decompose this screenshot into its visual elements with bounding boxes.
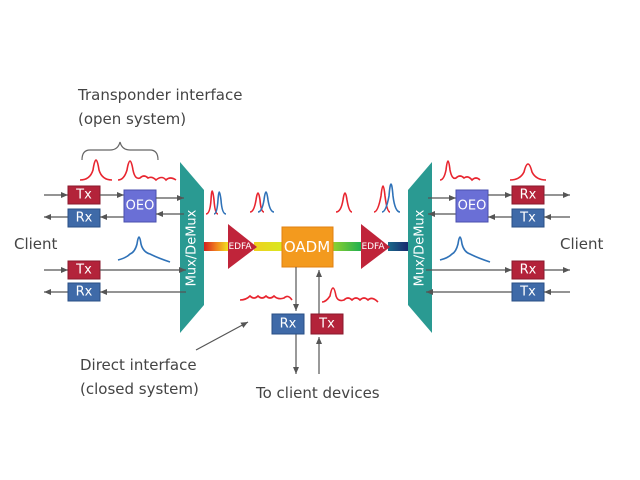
red-multi-pulse-right-icon: [439, 160, 481, 182]
blue-pulse-left-icon: [117, 236, 171, 263]
red-multi-pulse-icon: [117, 160, 177, 182]
edfa-left-label: EDFA: [228, 242, 252, 252]
red-pulse-oadm-right-icon: [335, 192, 353, 213]
direct-pointer-arrow: [195, 321, 249, 351]
right-tx2-label: Tx: [519, 285, 536, 300]
red-multi-pulse-bottom-icon: [239, 294, 293, 301]
blue-pulse-mux-right-icon: [381, 183, 401, 213]
fiber-segment-2: [254, 242, 282, 251]
client-left-label: Client: [14, 235, 58, 253]
direct-label-line1: Direct interface: [80, 356, 197, 374]
bottom-tx-block: [310, 313, 344, 335]
transponder-label-line2: (open system): [78, 110, 186, 128]
bottom-rx-label: Rx: [280, 317, 297, 332]
left-oeo-label: OEO: [126, 199, 155, 214]
left-oeo-block: [123, 189, 157, 223]
blue-pulse-mux-icon: [213, 191, 227, 215]
red-pulse-icon: [79, 159, 113, 181]
red-pulse-mux-right-icon: [373, 185, 391, 213]
red-pulse-right-icon: [509, 163, 547, 181]
brace-icon: [81, 141, 159, 161]
bottom-rx-block: [271, 313, 305, 335]
left-rx1-label: Rx: [76, 211, 93, 226]
oadm-label: OADM: [284, 238, 330, 256]
left-tx2-label: Tx: [75, 263, 92, 278]
right-oeo-label: OEO: [458, 199, 487, 214]
mux-demux-left-label: Mux/DeMux: [185, 209, 200, 286]
bottom-tx-label: Tx: [318, 317, 335, 332]
right-oeo-block: [455, 189, 489, 223]
direct-label-line2: (closed system): [80, 380, 199, 398]
transponder-label-line1: Transponder interface: [77, 86, 242, 104]
right-rx1-label: Rx: [520, 188, 537, 203]
blue-pulse-right-icon: [439, 236, 491, 263]
oadm-block: [281, 226, 334, 268]
right-rx2-label: Rx: [520, 263, 537, 278]
red-multi-pulse-add-icon: [321, 287, 379, 303]
edfa-right: [361, 224, 390, 269]
mux-demux-left: [180, 162, 204, 333]
client-right-label: Client: [560, 235, 604, 253]
fiber-segment-3: [333, 242, 361, 251]
red-pulse-mux-icon: [205, 190, 219, 215]
fiber-segment-1: [204, 242, 228, 251]
mux-demux-right-label: Mux/DeMux: [413, 209, 428, 286]
to-client-label: To client devices: [255, 384, 380, 402]
left-rx2-label: Rx: [76, 285, 93, 300]
right-tx1-label: Tx: [519, 211, 536, 226]
fiber-segment-4: [388, 242, 408, 251]
edfa-right-label: EDFA: [361, 242, 385, 252]
blue-pulse-edfa-left-icon: [257, 191, 275, 213]
left-tx1-label: Tx: [75, 188, 92, 203]
edfa-left: [228, 224, 257, 269]
